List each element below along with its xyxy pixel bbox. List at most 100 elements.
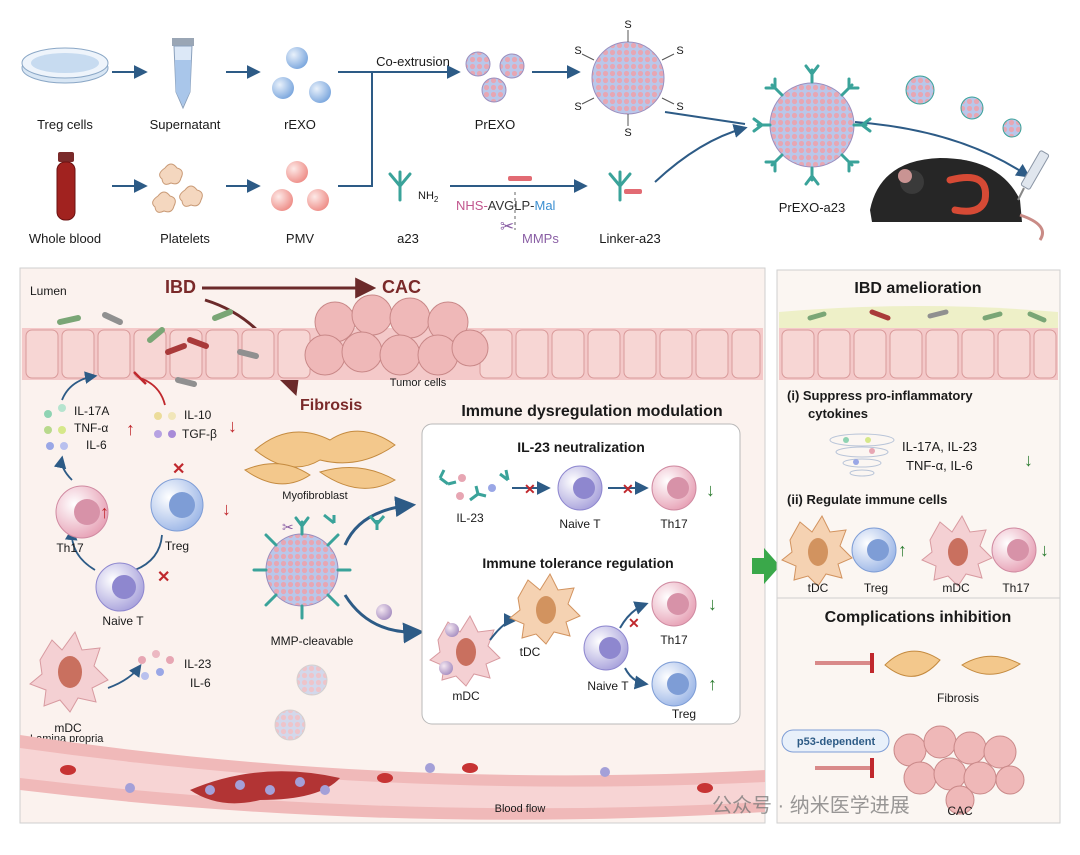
th17-label: Th17 [1002,581,1030,595]
watermark-text: 公众号 · 纳米医学进展 [712,794,910,817]
right-panel: IBD amelioration (i) Suppress pro-inflam… [776,269,1061,824]
mouse-icon [870,158,1044,241]
platelets-icon [152,163,203,213]
cytokine-dots-treg [154,412,176,438]
up-arrow-icon: ↑ [100,502,109,522]
fibroblast-icon [884,650,1021,677]
naive-t-label: Naive T [559,517,601,531]
a23-label: a23 [397,231,419,246]
down-arrow-icon: ↓ [708,594,717,614]
treg-cells-label: Treg cells [37,117,93,132]
tdc-cell-icon [509,572,581,645]
prexo-a23-icon [752,64,872,186]
tolerance-title: Immune tolerance regulation [482,555,673,571]
modulation-title: Immune dysregulation modulation [461,403,722,420]
fibrosis-label: Fibrosis [937,691,979,705]
antibody-a23-icon [388,170,412,202]
block-cross-icon: ✕ [622,481,634,497]
cytokine-il17a: IL-17A [74,404,109,418]
faded-particle-icon [296,664,328,696]
blood-flow-label: Blood flow [495,803,546,815]
cytokine-il6: IL-6 [86,438,107,452]
block-cross-icon: ✕ [172,461,185,478]
linker-a23-label: Linker-a23 [599,231,660,246]
thiol-label-5: S [574,101,581,113]
regulate-label: (ii) Regulate immune cells [787,492,947,507]
vesicle-icon [376,604,392,620]
thiol-label-1: S [624,19,631,31]
scissors-icon: ✂ [500,217,514,236]
up-arrow-icon: ↑ [708,674,717,694]
blood-tube-icon [56,152,76,221]
antibody-icon [368,515,386,530]
mdc-cell-icon [29,630,109,713]
prexo-vesicles-icon [465,51,525,103]
mdc-label: mDC [942,581,970,595]
cytokine-tgfb: TGF-β [182,427,217,441]
treg-label: Treg [672,707,696,721]
fibrosis-label: Fibrosis [300,397,362,414]
tumor-cells-label: Tumor cells [390,377,447,389]
il23-neutralization-title: IL-23 neutralization [517,439,645,455]
thiol-label-6: S [676,101,683,113]
linker-antibody-icon [608,170,642,202]
suppress-line-2: cytokines [808,406,868,421]
mdc-label: mDC [54,721,82,735]
ibd-amelioration-title: IBD amelioration [854,280,981,297]
cytokine-dots-th17 [44,404,68,450]
faded-particle-icon [274,709,306,741]
prexo-a23-label: PrEXO-a23 [779,200,845,215]
centrifuge-tube-icon [172,38,194,110]
cytokine-il23: IL-23 [184,657,212,671]
ibd-label: IBD [165,277,196,297]
released-antibody-icon [323,513,336,525]
naive-t-label: Naive T [587,679,629,693]
prexo-label: PrEXO [475,117,515,132]
cytokine-tnfa: TNF-α [74,421,108,435]
thiol-label-4: S [676,45,683,57]
cytokine-il6-mdc: IL-6 [190,676,211,690]
thiolated-prexo-icon [581,30,675,126]
blood-vessel [20,735,765,820]
il23-label: IL-23 [456,511,484,525]
complications-title: Complications inhibition [825,609,1012,626]
naive-t-label: Naive T [102,614,144,628]
down-arrow-icon: ↓ [1024,450,1033,470]
thiol-label-3: S [574,45,581,57]
petri-dish-icon [21,47,109,84]
mdc-cell-icon [429,614,501,687]
workflow-arrows [112,65,1031,193]
syringe-icon [1017,150,1050,201]
up-arrow-icon: ↑ [126,419,135,439]
nh2-label: NH2 [418,190,439,204]
mdc-label: mDC [452,689,480,703]
immune-modulation-panel: Immune dysregulation modulation IL-23 ne… [421,403,741,725]
tumor-cells-icon [304,294,489,376]
p53-label: p53-dependent [797,736,876,748]
suppress-line-1: (i) Suppress pro-inflammatory [787,388,973,403]
cac-label: CAC [382,277,421,297]
bacteria-icons [57,309,259,387]
down-arrow-icon: ↓ [228,416,237,436]
whole-blood-label: Whole blood [29,231,101,246]
mmp-cleavable-label: MMP-cleavable [271,634,354,648]
myofibroblast-label: Myofibroblast [282,490,347,502]
cytokine-tornado-icon [829,433,895,477]
mmps-label: MMPs [522,231,559,246]
p53-badge [781,729,890,753]
treg-label: Treg [864,581,888,595]
down-arrow-icon: ↓ [706,480,715,500]
th17-label: Th17 [660,633,688,647]
lumen-label: Lumen [30,284,67,298]
linker-formula: NHS-AVGLP-Mal [456,198,556,213]
up-arrow-icon: ↑ [898,540,907,560]
prexo-a23-particle-icon [252,516,352,620]
top-panel: Treg cells Supernatant rEXO Whole blood … [21,19,1050,246]
th17-label: Th17 [660,517,688,531]
scissors-icon: ✂ [282,519,294,535]
thiol-label-2: S [624,127,631,139]
cyto-line-2: TNF-α, IL-6 [906,458,973,473]
inhibition-icon [815,758,874,778]
